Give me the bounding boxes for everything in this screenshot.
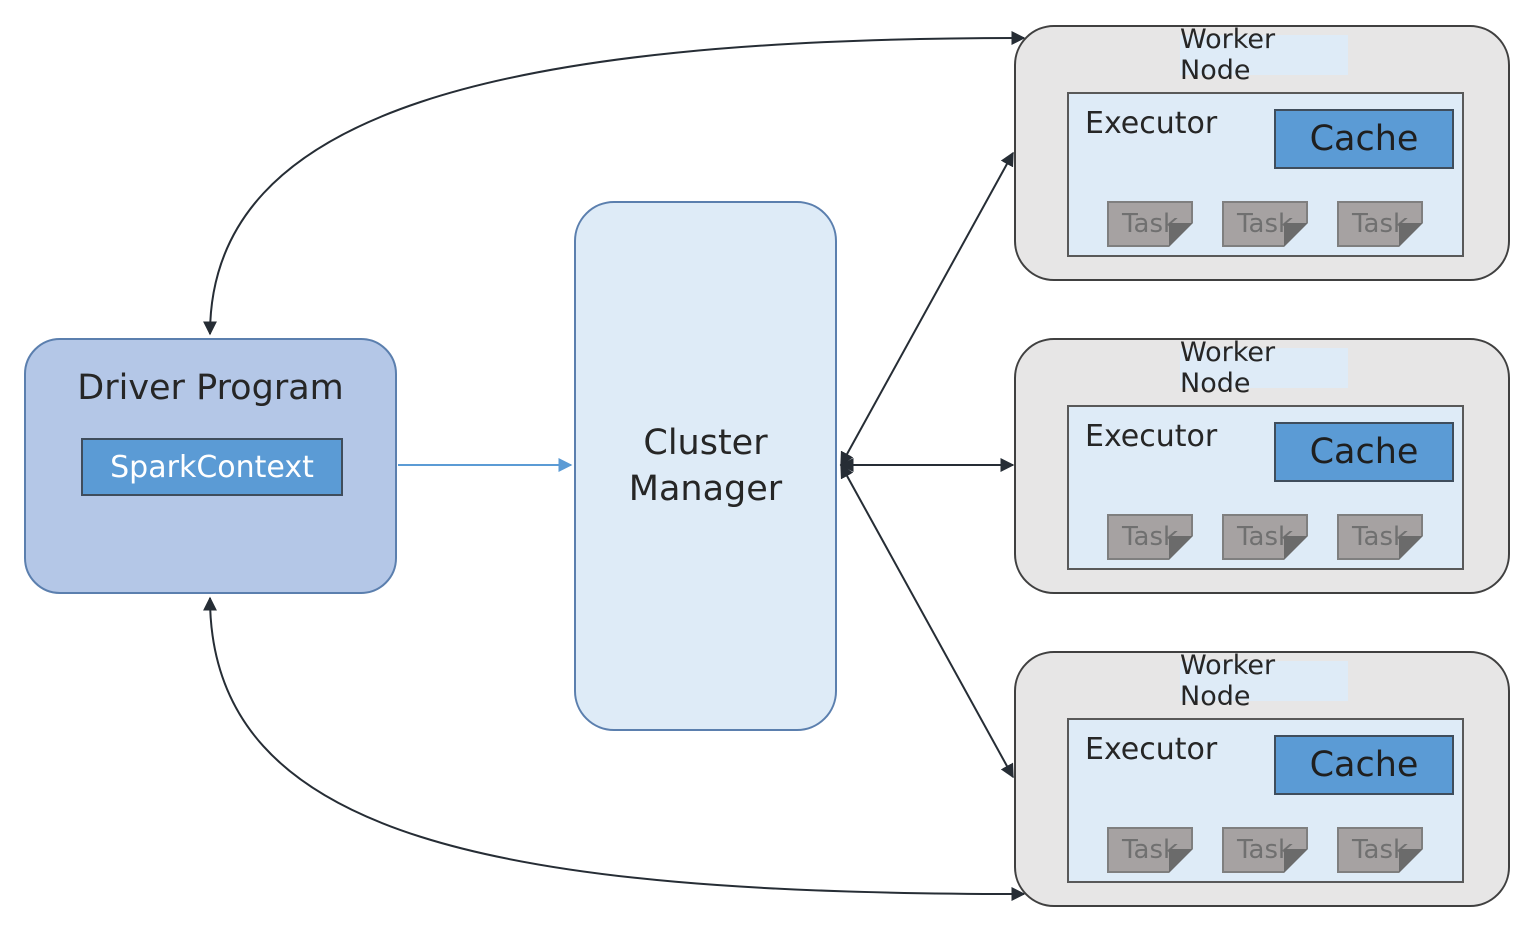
driver-worker3-connector <box>203 596 1026 901</box>
task-box: Task <box>1107 514 1193 560</box>
task-box: Task <box>1107 201 1193 247</box>
task-label: Task <box>1351 522 1409 552</box>
worker-node-2: Worker Node Executor Cache Task Task Tas… <box>1014 337 1510 594</box>
worker-node-label: Worker Node <box>1180 337 1348 399</box>
page-fold-icon <box>1284 223 1308 247</box>
cluster-worker3-connector <box>840 463 1014 779</box>
task-box: Task <box>1222 514 1308 560</box>
spark-context-box: SparkContext <box>81 438 343 496</box>
task-box: Task <box>1337 514 1423 560</box>
cluster-manager-box: Cluster Manager <box>574 201 837 731</box>
task-label: Task <box>1351 209 1409 239</box>
task-label: Task <box>1236 522 1294 552</box>
page-fold-icon <box>1399 536 1423 560</box>
cluster-worker1-connector <box>840 151 1014 467</box>
cache-box: Cache <box>1274 735 1454 795</box>
driver-worker1-connector <box>203 31 1026 336</box>
page-fold-icon <box>1399 223 1423 247</box>
task-label: Task <box>1121 835 1179 865</box>
executor-label: Executor <box>1085 419 1218 454</box>
driver-program-title: Driver Program <box>77 368 344 408</box>
page-fold-icon <box>1284 849 1308 873</box>
executor-box: Executor Cache Task Task Task <box>1067 718 1464 883</box>
worker-node-label: Worker Node <box>1180 650 1348 712</box>
executor-label: Executor <box>1085 732 1218 767</box>
task-box: Task <box>1337 201 1423 247</box>
executor-label: Executor <box>1085 106 1218 141</box>
cache-box: Cache <box>1274 109 1454 169</box>
page-fold-icon <box>1399 849 1423 873</box>
worker-node-label: Worker Node <box>1180 24 1348 86</box>
driver-program-box: Driver Program SparkContext <box>24 338 397 594</box>
page-fold-icon <box>1169 223 1193 247</box>
page-fold-icon <box>1169 849 1193 873</box>
page-fold-icon <box>1169 536 1193 560</box>
cluster-manager-label-line2: Manager <box>628 469 783 509</box>
task-label: Task <box>1121 522 1179 552</box>
task-box: Task <box>1222 201 1308 247</box>
task-box: Task <box>1222 827 1308 873</box>
task-label: Task <box>1236 835 1294 865</box>
page-fold-icon <box>1284 536 1308 560</box>
task-box: Task <box>1107 827 1193 873</box>
worker-node-3: Worker Node Executor Cache Task Task Tas… <box>1014 650 1510 907</box>
task-label: Task <box>1351 835 1409 865</box>
cluster-manager-label-line1: Cluster <box>643 423 768 463</box>
cache-box: Cache <box>1274 422 1454 482</box>
task-box: Task <box>1337 827 1423 873</box>
task-label: Task <box>1236 209 1294 239</box>
executor-box: Executor Cache Task Task Task <box>1067 405 1464 570</box>
executor-box: Executor Cache Task Task Task <box>1067 92 1464 257</box>
worker-node-1: Worker Node Executor Cache Task Task Tas… <box>1014 24 1510 281</box>
task-label: Task <box>1121 209 1179 239</box>
